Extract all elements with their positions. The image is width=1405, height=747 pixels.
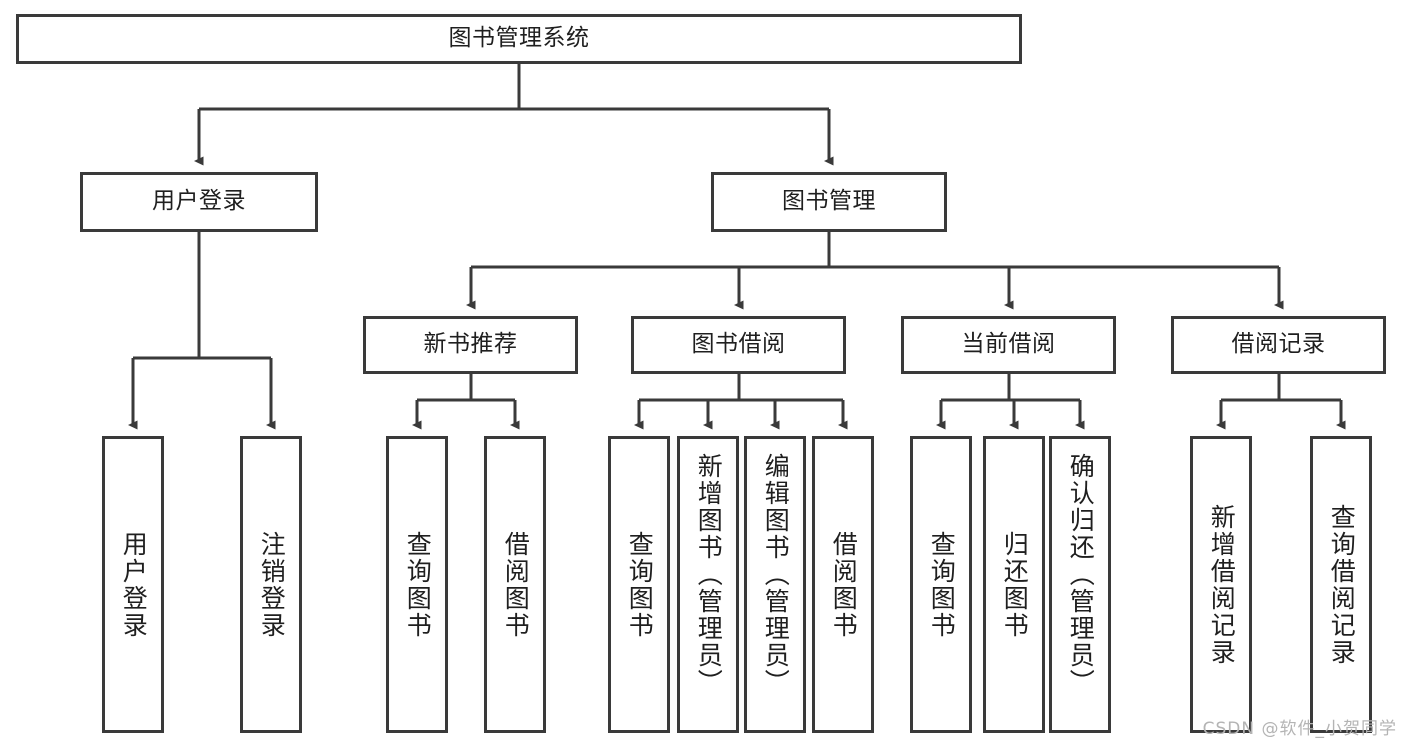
leaf-leaf-return-book[interactable]: 归还图书 — [983, 436, 1045, 733]
leaf-leaf-query-book-borrow[interactable]: 查询图书 — [608, 436, 670, 733]
leaf-text-wrap: 编辑图书（管理员） — [747, 439, 803, 730]
node-label: 图书借阅 — [691, 331, 786, 358]
leaf-text-wrap: 查询图书 — [913, 439, 969, 730]
leaf-leaf-edit-book[interactable]: 编辑图书（管理员） — [744, 436, 806, 733]
node-new-book-recommend[interactable]: 新书推荐 — [363, 316, 578, 374]
leaf-text-wrap: 确认归还（管理员） — [1052, 439, 1108, 730]
node-label: 查询图书 — [403, 530, 433, 639]
node-label: 借阅记录 — [1231, 331, 1326, 358]
leaf-leaf-user-login[interactable]: 用户登录 — [102, 436, 164, 733]
leaf-leaf-confirm-return[interactable]: 确认归还（管理员） — [1049, 436, 1111, 733]
node-label: 新增图书（管理员） — [694, 453, 724, 696]
node-label: 图书管理系统 — [448, 25, 590, 52]
leaf-text-wrap: 注销登录 — [243, 439, 299, 730]
node-user-login[interactable]: 用户登录 — [80, 172, 318, 232]
node-label: 当前借阅 — [961, 331, 1056, 358]
node-label: 注销登录 — [257, 530, 287, 639]
leaf-text-wrap: 借阅图书 — [487, 439, 543, 730]
node-label: 确认归还（管理员） — [1066, 453, 1096, 696]
node-label: 新增借阅记录 — [1207, 503, 1237, 666]
leaf-leaf-query-book-cur[interactable]: 查询图书 — [910, 436, 972, 733]
node-label: 借阅图书 — [829, 530, 859, 639]
leaf-text-wrap: 借阅图书 — [815, 439, 871, 730]
node-label: 图书管理 — [782, 188, 876, 215]
node-book-manage[interactable]: 图书管理 — [711, 172, 947, 232]
leaf-leaf-logout[interactable]: 注销登录 — [240, 436, 302, 733]
leaf-leaf-query-record[interactable]: 查询借阅记录 — [1310, 436, 1372, 733]
watermark-text: CSDN @软件_小贺同学 — [1202, 719, 1397, 739]
node-label: 用户登录 — [152, 188, 246, 215]
leaf-leaf-add-record[interactable]: 新增借阅记录 — [1190, 436, 1252, 733]
node-book-borrow[interactable]: 图书借阅 — [631, 316, 846, 374]
leaf-leaf-borrow-book[interactable]: 借阅图书 — [812, 436, 874, 733]
node-borrow-record[interactable]: 借阅记录 — [1171, 316, 1386, 374]
leaf-text-wrap: 新增借阅记录 — [1193, 439, 1249, 730]
node-label: 新书推荐 — [423, 331, 518, 358]
leaf-leaf-add-book[interactable]: 新增图书（管理员） — [677, 436, 739, 733]
node-label: 编辑图书（管理员） — [761, 453, 791, 696]
node-label: 借阅图书 — [501, 530, 531, 639]
node-label: 查询借阅记录 — [1327, 503, 1357, 666]
root-node-root[interactable]: 图书管理系统 — [16, 14, 1022, 64]
leaf-text-wrap: 归还图书 — [986, 439, 1042, 730]
leaf-text-wrap: 用户登录 — [105, 439, 161, 730]
leaf-text-wrap: 查询图书 — [611, 439, 667, 730]
node-label: 查询图书 — [625, 530, 655, 639]
leaf-leaf-query-book-rec[interactable]: 查询图书 — [386, 436, 448, 733]
leaf-text-wrap: 新增图书（管理员） — [680, 439, 736, 730]
node-label: 归还图书 — [1000, 530, 1030, 639]
node-current-borrow[interactable]: 当前借阅 — [901, 316, 1116, 374]
node-label: 用户登录 — [119, 530, 149, 639]
node-label: 查询图书 — [927, 530, 957, 639]
leaf-text-wrap: 查询借阅记录 — [1313, 439, 1369, 730]
leaf-leaf-borrow-book-rec[interactable]: 借阅图书 — [484, 436, 546, 733]
leaf-text-wrap: 查询图书 — [389, 439, 445, 730]
